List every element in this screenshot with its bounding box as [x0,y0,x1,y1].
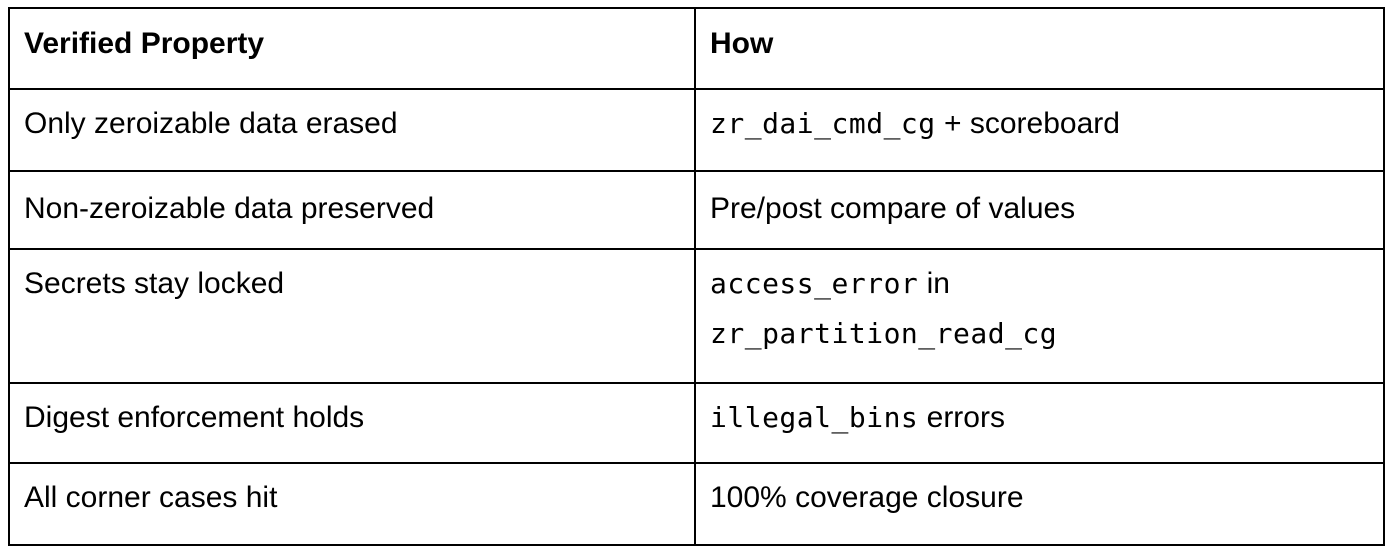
table-row: Only zeroizable data erased zr_dai_cmd_c… [8,88,1385,172]
header-how: How [694,7,1385,90]
code-token: zr_dai_cmd_cg [710,107,936,140]
code-token: access_error [710,267,919,300]
code-token: illegal_bins [710,401,919,434]
table-row: All corner cases hit 100% coverage closu… [8,462,1385,546]
property-cell: Digest enforcement holds [8,382,696,464]
property-cell: All corner cases hit [8,462,696,546]
table-row: Non-zeroizable data preserved Pre/post c… [8,170,1385,250]
how-cell: zr_dai_cmd_cg + scoreboard [694,88,1385,172]
property-cell: Non-zeroizable data preserved [8,170,696,250]
verified-properties-table: Verified Property How Only zeroizable da… [8,7,1385,546]
how-text: + scoreboard [935,107,1120,140]
property-cell: Only zeroizable data erased [8,88,696,172]
table-row: Digest enforcement holds illegal_bins er… [8,382,1385,464]
code-token: zr_partition_read_cg [710,317,1058,350]
header-verified-property: Verified Property [8,7,696,90]
how-text: in [918,267,950,300]
how-text: errors [918,401,1005,434]
table-row: Secrets stay locked access_error in zr_pa… [8,248,1385,384]
table-header-row: Verified Property How [8,7,1385,90]
property-cell: Secrets stay locked [8,248,696,384]
how-cell: 100% coverage closure [694,462,1385,546]
how-cell: Pre/post compare of values [694,170,1385,250]
how-cell: access_error in zr_partition_read_cg [694,248,1385,384]
how-cell: illegal_bins errors [694,382,1385,464]
